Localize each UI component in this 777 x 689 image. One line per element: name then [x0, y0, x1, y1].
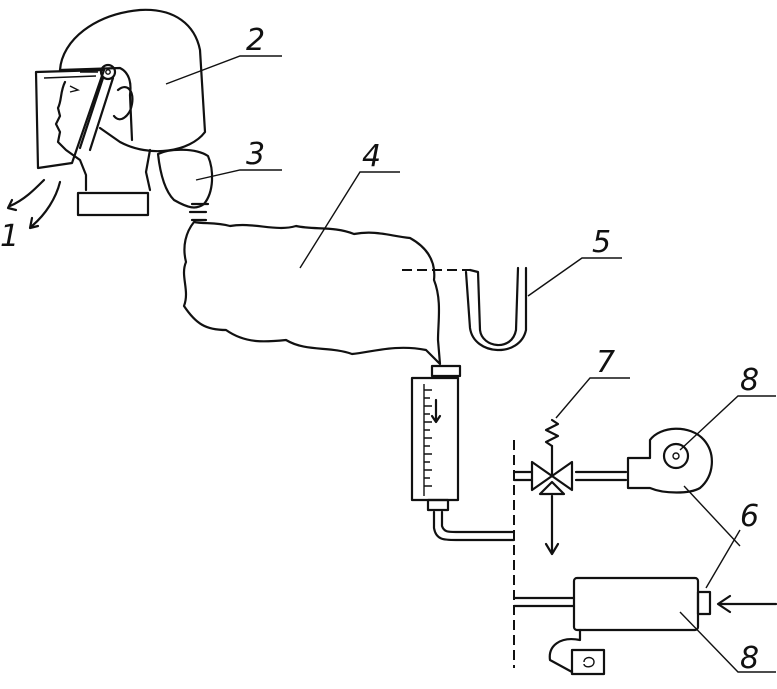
label-8-bottom: 8 — [740, 641, 759, 676]
label-6: 6 — [740, 499, 759, 534]
flowmeter — [410, 364, 462, 512]
compressor-unit — [548, 576, 777, 676]
labels: 1 2 3 4 5 6 7 8 8 — [0, 23, 759, 676]
exhaust-arrows — [6, 178, 62, 230]
helmet-hood — [58, 8, 207, 153]
head-profile — [54, 80, 152, 192]
visor-hinge — [78, 63, 117, 152]
relief-valve — [530, 418, 574, 556]
blower — [626, 427, 713, 494]
label-7: 7 — [596, 345, 615, 380]
label-8-top: 8 — [740, 363, 759, 398]
label-5: 5 — [592, 225, 611, 260]
label-2: 2 — [246, 23, 265, 58]
label-3: 3 — [246, 137, 265, 172]
ear — [112, 86, 134, 121]
u-tube-manometer — [402, 266, 528, 352]
breathing-bag — [182, 220, 442, 366]
head-stand-base — [76, 191, 150, 217]
collar-bag — [156, 148, 214, 222]
pipes — [432, 440, 628, 668]
label-4: 4 — [362, 139, 381, 174]
label-1: 1 — [0, 219, 19, 254]
leader-lines — [165, 55, 776, 673]
face-shield — [34, 68, 106, 170]
